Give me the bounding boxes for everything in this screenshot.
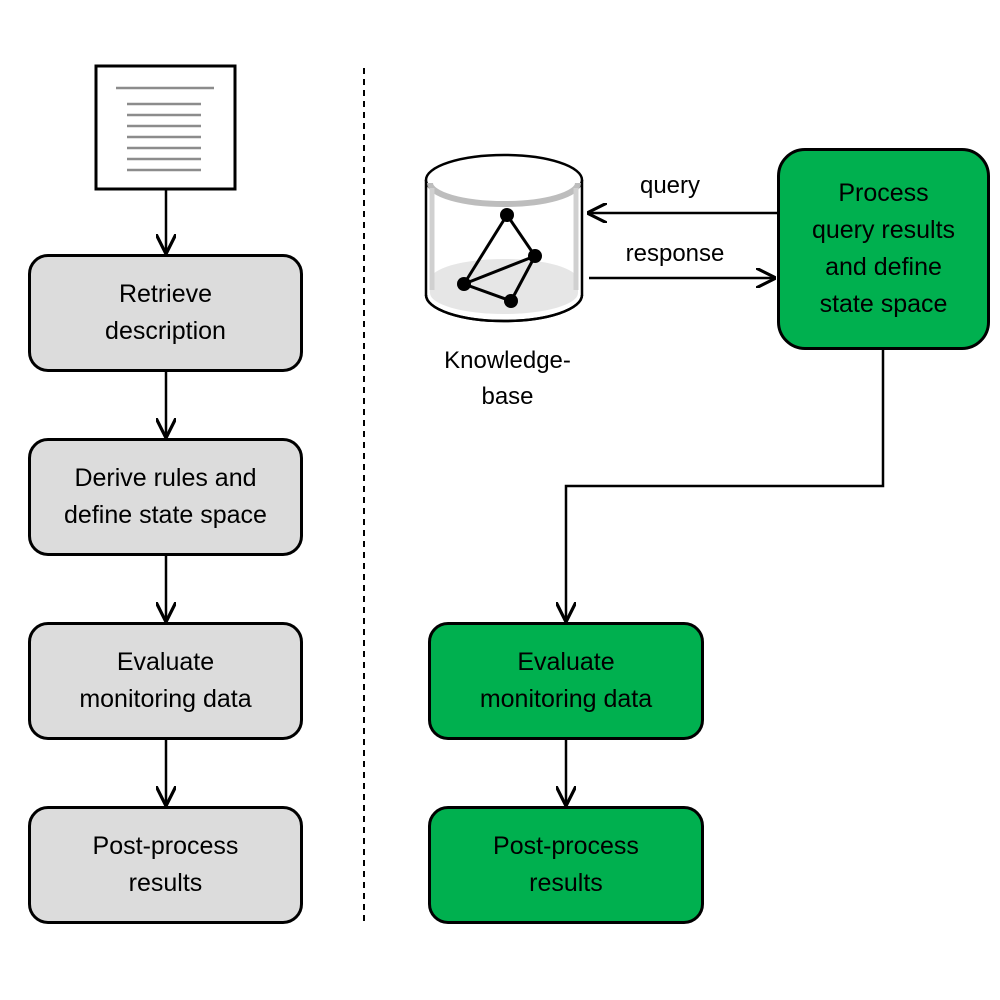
step-derive-rules: Derive rules and define state space bbox=[28, 438, 303, 556]
response-label: response bbox=[625, 240, 725, 267]
step-post-process: Post-process results bbox=[28, 806, 303, 924]
database-icon bbox=[424, 153, 584, 323]
right-evaluate-monitoring-box: Evaluate monitoring data bbox=[428, 622, 704, 740]
right-post-process-box: Post-process results bbox=[428, 806, 704, 924]
knowledge-base-label: Knowledge- base bbox=[444, 347, 571, 410]
query-label: query bbox=[639, 172, 701, 199]
step-evaluate-monitoring: Evaluate monitoring data bbox=[28, 622, 303, 740]
step-retrieve-description: Retrieve description bbox=[28, 254, 303, 372]
arrow-process-to-evaluate bbox=[566, 350, 885, 620]
document-icon bbox=[94, 64, 237, 191]
process-query-results-box: Process query results and define state s… bbox=[777, 148, 990, 350]
graph-icon bbox=[457, 208, 542, 308]
